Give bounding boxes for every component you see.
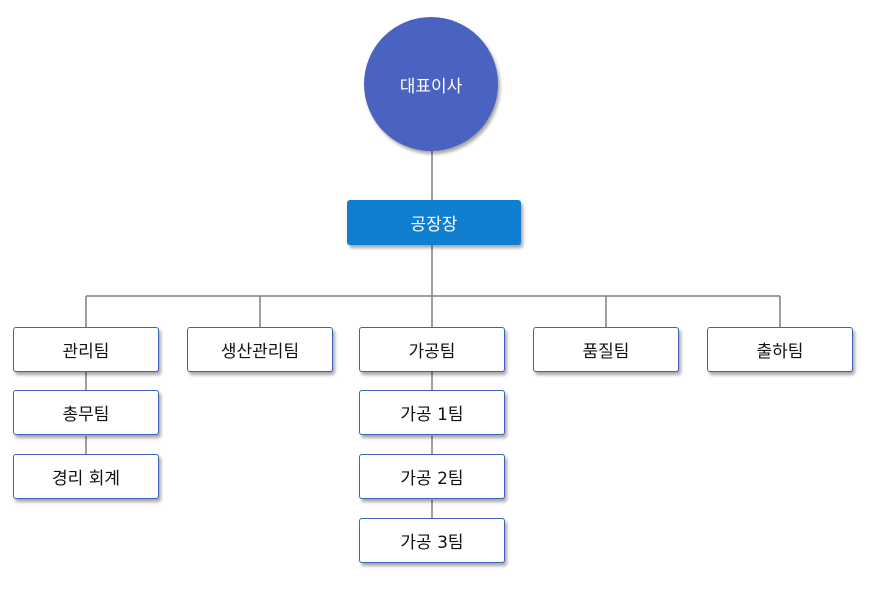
processing-team-label: 가공팀 [408,342,456,362]
shipping-team-label: 출하팀 [756,342,804,362]
ceo-node: 대표이사 [364,17,498,151]
processing-team1-node: 가공 1팀 [359,390,505,435]
ceo-label: 대표이사 [399,76,463,97]
quality-team-node: 품질팀 [533,327,679,372]
accounting-node: 경리 회계 [13,454,159,499]
processing-team2-node: 가공 2팀 [359,454,505,499]
admin-team-label: 관리팀 [62,342,110,362]
plant-manager-label: 공장장 [410,215,458,235]
general-affairs-team-label: 총무팀 [62,405,110,425]
processing-team1-label: 가공 1팀 [400,405,464,425]
accounting-label: 경리 회계 [52,469,120,489]
production-mgmt-team-node: 생산관리팀 [187,327,333,372]
admin-team-node: 관리팀 [13,327,159,372]
quality-team-label: 품질팀 [582,342,630,362]
processing-team3-node: 가공 3팀 [359,518,505,563]
plant-manager-node: 공장장 [347,200,521,245]
production-mgmt-team-label: 생산관리팀 [220,342,300,362]
processing-team-node: 가공팀 [359,327,505,372]
general-affairs-team-node: 총무팀 [13,390,159,435]
shipping-team-node: 출하팀 [707,327,853,372]
processing-team2-label: 가공 2팀 [400,469,464,489]
processing-team3-label: 가공 3팀 [400,533,464,553]
